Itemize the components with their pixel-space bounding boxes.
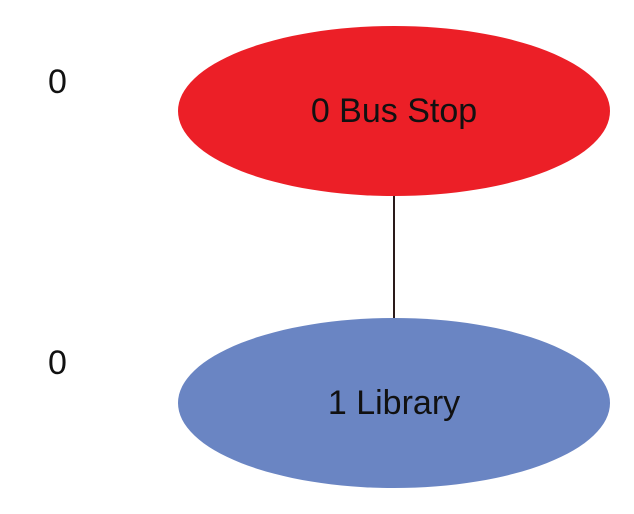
node-library-ellipse bbox=[178, 318, 610, 488]
node-bus-stop-label: 0 Bus Stop bbox=[311, 92, 477, 130]
node-library[interactable]: 1 Library bbox=[178, 318, 610, 488]
node-bus-stop-ellipse bbox=[178, 26, 610, 196]
node-bus-stop[interactable]: 0 Bus Stop bbox=[178, 26, 610, 196]
row-label-0: 0 bbox=[48, 63, 67, 101]
node-library-label: 1 Library bbox=[328, 384, 460, 422]
row-label-1: 0 bbox=[48, 344, 67, 382]
